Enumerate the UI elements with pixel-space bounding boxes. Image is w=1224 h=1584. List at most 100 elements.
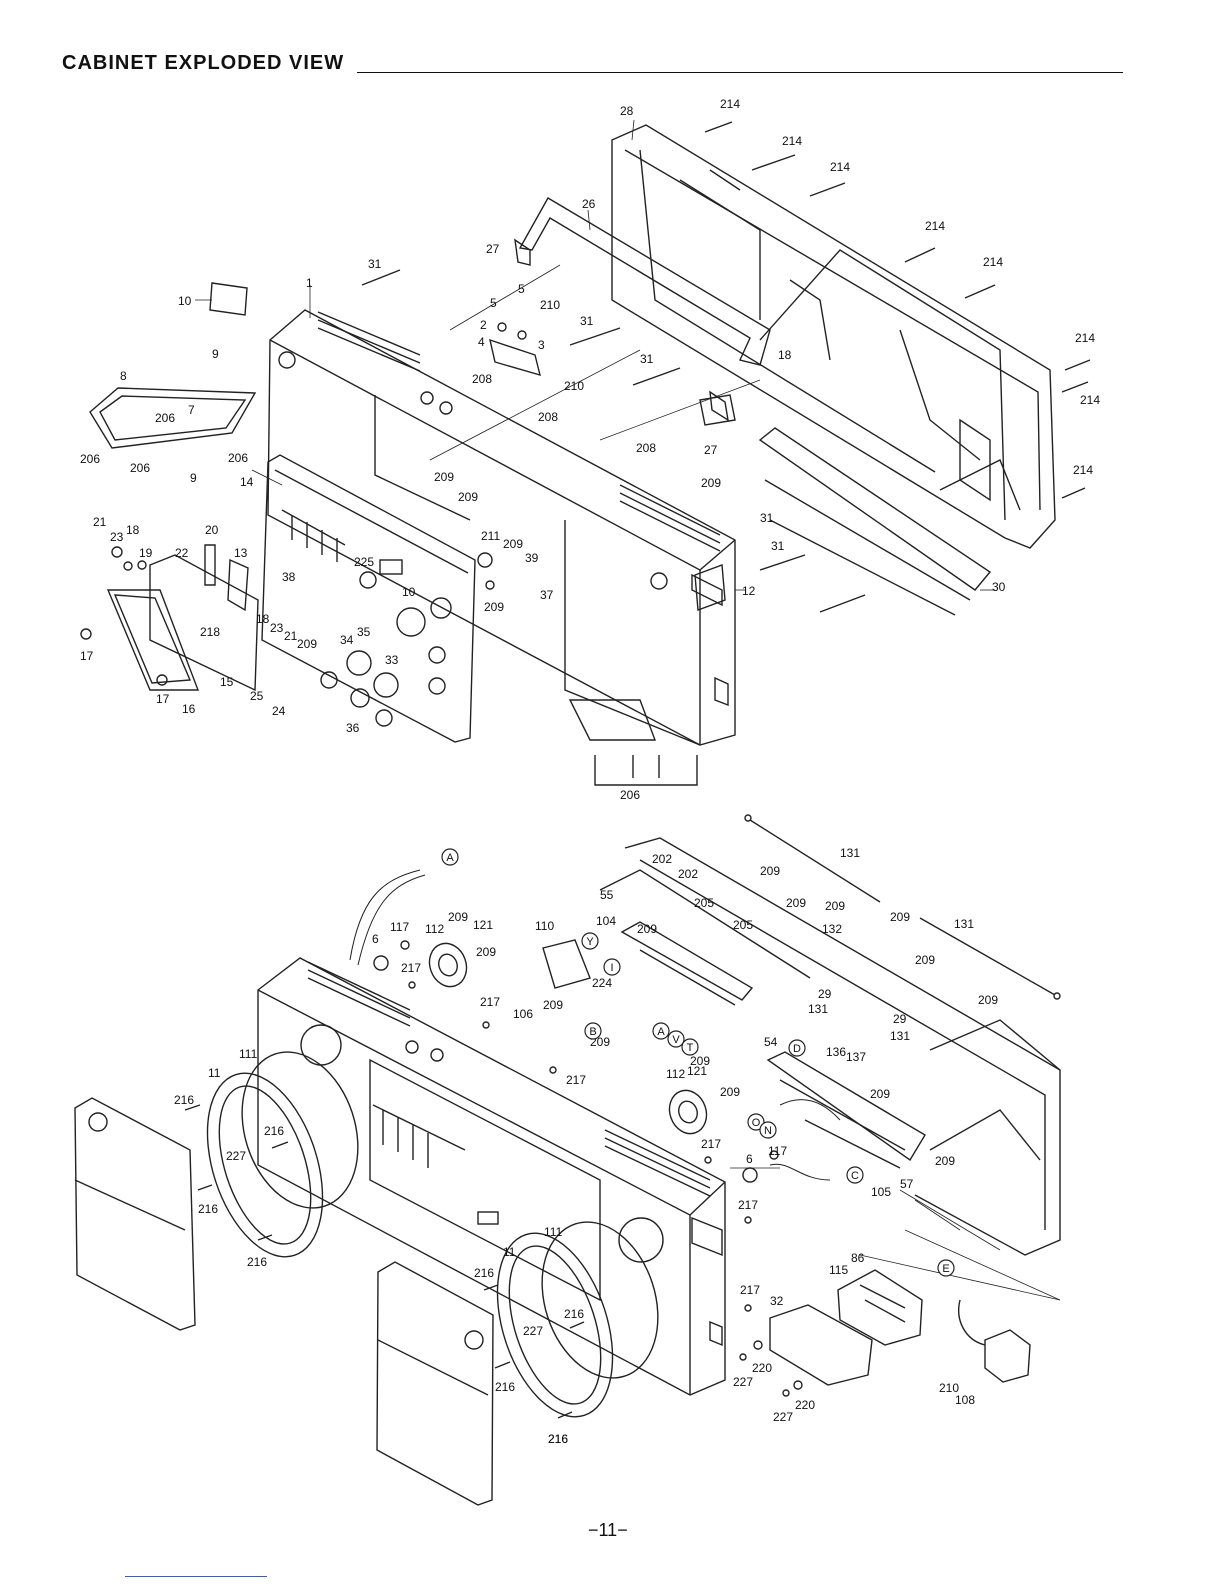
part-label: 227 — [523, 1324, 543, 1338]
part-label: 210 — [564, 379, 584, 393]
part-label: 19 — [139, 546, 153, 560]
callout-letter: D — [793, 1043, 801, 1055]
part-label: 1 — [306, 276, 313, 290]
part-label: 37 — [540, 588, 554, 602]
part-label: 15 — [220, 675, 234, 689]
part-label: 209 — [760, 864, 780, 878]
part-label: 209 — [484, 600, 504, 614]
part-label: 106 — [513, 1007, 533, 1021]
part-label: 216 — [548, 1432, 568, 1446]
part-label: 25 — [250, 689, 264, 703]
part-label: 209 — [297, 637, 317, 651]
part-label: 217 — [401, 961, 421, 975]
part-label: 214 — [925, 219, 945, 233]
part-label: 108 — [955, 1393, 975, 1407]
part-label: 54 — [764, 1035, 778, 1049]
part-label: 115 — [829, 1263, 848, 1277]
carry-handle — [514, 197, 771, 422]
callout-letter: B — [589, 1026, 596, 1038]
part-label: 216 — [174, 1093, 194, 1107]
speaker-112-top — [428, 942, 468, 988]
part-label: 214 — [1073, 463, 1093, 477]
callout-letter: N — [764, 1125, 772, 1137]
part-label: 206 — [620, 788, 640, 802]
part-label: 216 — [474, 1266, 494, 1280]
part-label: 29 — [818, 987, 832, 1001]
part-label: 117 — [390, 920, 409, 934]
callout-circle — [681, 1038, 699, 1056]
cover-32 — [769, 1304, 873, 1386]
part-label: 216 — [247, 1255, 267, 1269]
part-label: 214 — [830, 160, 850, 174]
rear-cabinet — [611, 124, 1056, 549]
part-label: 206 — [80, 452, 100, 466]
part-label: 10 — [178, 294, 192, 308]
callout-circle — [584, 1022, 602, 1040]
part-label: 18 — [126, 523, 140, 537]
part-label: 30 — [992, 580, 1006, 594]
part-label: 18 — [256, 612, 270, 626]
callout-circle — [937, 1259, 955, 1277]
part-label: 224 — [592, 976, 612, 990]
top-assembly — [80, 119, 1091, 786]
title-rule — [357, 72, 1123, 73]
part-label: 20 — [205, 523, 219, 537]
antenna-rods — [744, 814, 1061, 1000]
part-label: 217 — [738, 1198, 758, 1212]
part-label: 16 — [182, 702, 196, 716]
callout-letter: V — [672, 1034, 680, 1046]
part-label: 227 — [733, 1375, 753, 1389]
part-label: 209 — [690, 1054, 710, 1068]
page-title: CABINET EXPLODED VIEW — [62, 52, 345, 74]
part-label: 131 — [890, 1029, 910, 1043]
wire-harness — [349, 869, 841, 1181]
part-label: 33 — [385, 653, 399, 667]
part-label: 11 — [503, 1245, 516, 1259]
part-label: 18 — [778, 348, 792, 362]
part-label: 24 — [272, 704, 286, 718]
part-label: 209 — [786, 896, 806, 910]
rod-31-b — [569, 327, 621, 346]
part-label: 110 — [535, 919, 554, 933]
part-label: 217 — [701, 1137, 721, 1151]
part-label: 220 — [752, 1361, 772, 1375]
part-label: 217 — [740, 1283, 760, 1297]
callout-circle — [441, 848, 459, 866]
speaker-ring-left — [206, 1051, 359, 1258]
transformer — [837, 1269, 923, 1346]
rail-30 — [758, 427, 992, 616]
part-label: 209 — [448, 910, 468, 924]
bottom-leaders — [730, 1167, 1061, 1301]
screws-214 — [704, 121, 1091, 499]
top-leaders — [195, 119, 995, 591]
part-label: 217 — [566, 1073, 586, 1087]
rod-31-d — [759, 554, 806, 571]
part-label: 227 — [226, 1149, 246, 1163]
part-label: 209 — [637, 922, 657, 936]
part-label: 31 — [760, 511, 774, 525]
part-label: 38 — [282, 570, 296, 584]
callout-letter: A — [446, 852, 454, 864]
speaker-112-bottom — [668, 1089, 708, 1135]
rear-chassis — [599, 837, 1061, 1256]
part-label: 209 — [476, 945, 496, 959]
front-cabinet — [267, 309, 736, 746]
part-label: 6 — [746, 1152, 753, 1166]
part-label: 11 — [208, 1066, 221, 1080]
callout-circle — [747, 1113, 765, 1131]
callout-letter: C — [851, 1170, 859, 1182]
underline-mark — [125, 1576, 267, 1577]
part-label: 5 — [518, 282, 525, 296]
callout-circle — [603, 958, 621, 976]
part-label: 209 — [890, 910, 910, 924]
part-label: 26 — [582, 197, 596, 211]
part-label: 111 — [239, 1047, 258, 1061]
cassette-door — [106, 554, 259, 692]
part-label: 209 — [978, 993, 998, 1007]
part-label: 214 — [983, 255, 1003, 269]
part-label: 9 — [190, 471, 197, 485]
part-label: 31 — [368, 257, 382, 271]
callout-letter: A — [657, 1026, 665, 1038]
